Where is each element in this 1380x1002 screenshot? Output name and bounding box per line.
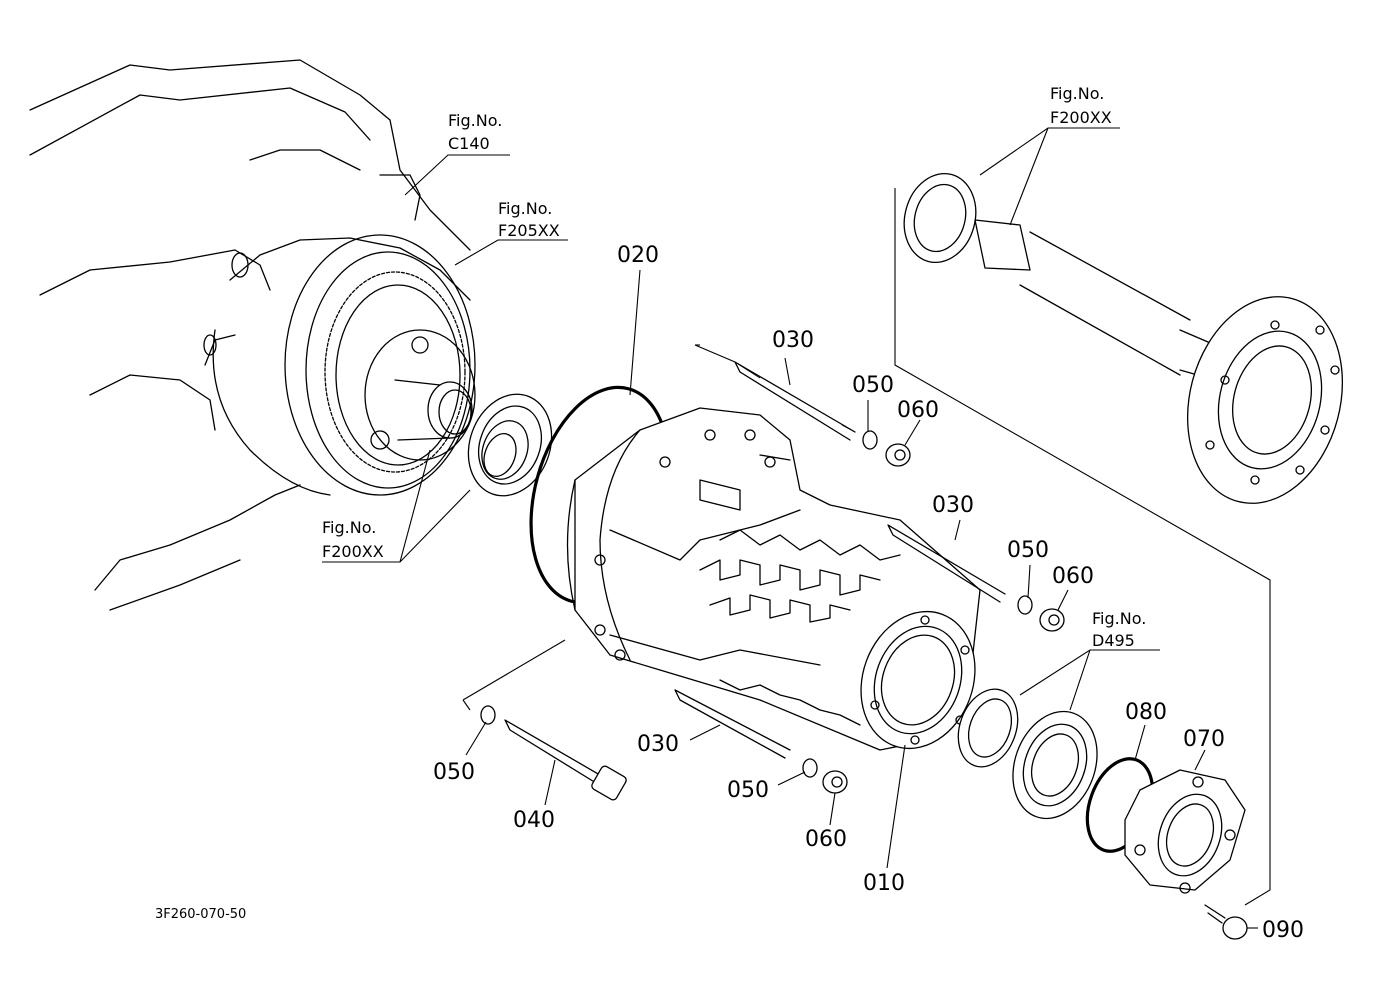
fig-ref-f205: Fig.No. F205XX bbox=[498, 199, 560, 240]
part-label-020: 020 bbox=[617, 243, 659, 268]
part-label-030-lower: 030 bbox=[637, 732, 679, 757]
stud-030-upper bbox=[734, 361, 856, 441]
diagram-code: 3F260-070-50 bbox=[155, 907, 246, 922]
part-label-060-middle: 060 bbox=[1052, 564, 1094, 589]
differential-gear-assembly bbox=[284, 234, 476, 496]
leader-lines bbox=[322, 127, 1271, 929]
fig-ref-f200-left-line1: Fig.No. bbox=[322, 518, 376, 537]
bearing-d495 bbox=[957, 688, 1098, 820]
part-label-050-middle: 050 bbox=[1007, 538, 1049, 563]
part-label-050-upper: 050 bbox=[852, 373, 894, 398]
fig-ref-c140: Fig.No. C140 bbox=[448, 111, 502, 153]
part-label-090: 090 bbox=[1262, 918, 1304, 943]
stud-030-lower bbox=[674, 689, 791, 759]
part-label-050-left: 050 bbox=[433, 760, 475, 785]
bolt-090 bbox=[1204, 904, 1248, 940]
fig-ref-f200-left-line2: F200XX bbox=[322, 542, 384, 561]
axle-shaft bbox=[903, 172, 1344, 504]
fig-ref-c140-line1: Fig.No. bbox=[448, 111, 502, 130]
fig-ref-f205-line2: F205XX bbox=[498, 221, 560, 240]
fig-ref-f200-left: Fig.No. F200XX bbox=[322, 518, 384, 561]
fig-ref-d495: Fig.No. D495 bbox=[1092, 609, 1146, 650]
stud-030-middle bbox=[887, 524, 1006, 603]
fig-ref-f205-line1: Fig.No. bbox=[498, 199, 552, 218]
part-label-060-upper: 060 bbox=[897, 398, 939, 423]
fig-ref-f200-right-line1: Fig.No. bbox=[1050, 84, 1104, 103]
transmission-body bbox=[29, 59, 471, 611]
part-label-030-upper: 030 bbox=[772, 328, 814, 353]
bearing-left bbox=[467, 393, 553, 497]
nuts-060 bbox=[822, 443, 1065, 794]
fig-ref-d495-line2: D495 bbox=[1092, 631, 1135, 650]
fig-ref-c140-line2: C140 bbox=[448, 134, 490, 153]
fig-ref-f200-right: Fig.No. F200XX bbox=[1050, 84, 1112, 127]
fig-ref-f200-right-line2: F200XX bbox=[1050, 108, 1112, 127]
housing-010 bbox=[566, 407, 981, 751]
part-label-030-middle: 030 bbox=[932, 493, 974, 518]
bolt-040 bbox=[504, 719, 627, 801]
cover-070 bbox=[1124, 769, 1246, 894]
part-label-060-lower: 060 bbox=[805, 827, 847, 852]
part-label-070: 070 bbox=[1183, 727, 1225, 752]
part-label-080: 080 bbox=[1125, 700, 1167, 725]
washers-050 bbox=[480, 430, 1033, 778]
part-label-050-lower: 050 bbox=[727, 778, 769, 803]
fig-ref-d495-line1: Fig.No. bbox=[1092, 609, 1146, 628]
part-label-040: 040 bbox=[513, 808, 555, 833]
part-label-010: 010 bbox=[863, 871, 905, 896]
